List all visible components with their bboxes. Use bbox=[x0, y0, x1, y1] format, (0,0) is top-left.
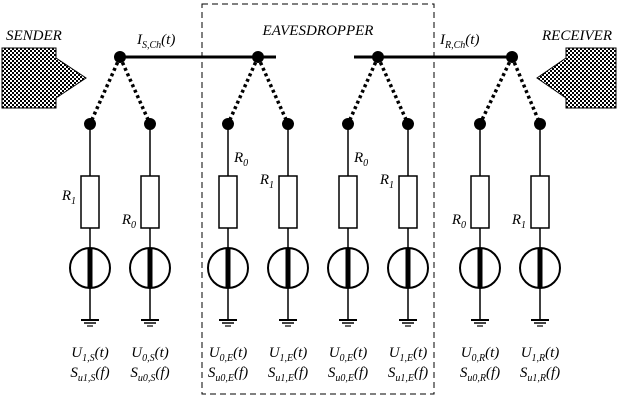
resistor bbox=[80, 175, 100, 229]
resistor bbox=[218, 175, 238, 229]
spectrum-label: Su0,R(f) bbox=[460, 365, 500, 384]
ground-icon bbox=[470, 319, 490, 327]
eavesdropper-box bbox=[201, 3, 435, 395]
sender-arrow-icon bbox=[1, 47, 87, 109]
resistor-label: R1 bbox=[259, 172, 274, 191]
resistor bbox=[140, 175, 160, 229]
sender-current-label: IS,Ch(t) bbox=[136, 32, 175, 51]
resistor-label: R0 bbox=[451, 212, 466, 231]
ground-icon bbox=[398, 319, 418, 327]
spectrum-label: Su1,R(f) bbox=[520, 365, 560, 384]
switch-contact-line bbox=[118, 56, 152, 125]
resistor-label: R1 bbox=[511, 212, 526, 231]
resistor bbox=[278, 175, 298, 229]
eavesdropper-label: EAVESDROPPER bbox=[262, 23, 374, 39]
receiver-label: RECEIVER bbox=[541, 28, 612, 44]
switch-contact-line bbox=[256, 56, 290, 125]
receiver-arrow-icon bbox=[536, 47, 617, 109]
voltage-label: U1,S(t) bbox=[71, 345, 109, 364]
spectrum-label: Su1,S(f) bbox=[70, 365, 109, 384]
ground-icon bbox=[218, 319, 238, 327]
voltage-label: U0,E(t) bbox=[329, 345, 368, 364]
switch-contact-line bbox=[376, 56, 410, 125]
ground-icon bbox=[530, 319, 550, 327]
resistor-label: R1 bbox=[61, 188, 76, 207]
voltage-label: U1,R(t) bbox=[521, 345, 560, 364]
resistor-label: R0 bbox=[121, 212, 136, 231]
switch-contact-line bbox=[478, 56, 514, 125]
ground-icon bbox=[278, 319, 298, 327]
voltage-label: U0,S(t) bbox=[131, 345, 169, 364]
resistor bbox=[470, 175, 490, 229]
spectrum-label: Su0,E(f) bbox=[328, 365, 368, 384]
voltage-label: U0,R(t) bbox=[461, 345, 500, 364]
ground-icon bbox=[338, 319, 358, 327]
switch-contact-line bbox=[346, 56, 380, 125]
resistor-label: R0 bbox=[233, 150, 248, 169]
receiver-current-label: IR,Ch(t) bbox=[439, 32, 479, 51]
resistor bbox=[398, 175, 418, 229]
switch-contact-line bbox=[510, 56, 542, 125]
voltage-label: U1,E(t) bbox=[269, 345, 308, 364]
resistor bbox=[338, 175, 358, 229]
switch-contact-line bbox=[88, 56, 122, 125]
voltage-label: U1,E(t) bbox=[389, 345, 428, 364]
resistor bbox=[530, 175, 550, 229]
voltage-label: U0,E(t) bbox=[209, 345, 248, 364]
ground-icon bbox=[140, 319, 160, 327]
resistor-label: R0 bbox=[353, 150, 368, 169]
spectrum-label: Su0,S(f) bbox=[130, 365, 169, 384]
spectrum-label: Su1,E(f) bbox=[388, 365, 428, 384]
sender-label: SENDER bbox=[6, 28, 62, 44]
switch-contact-line bbox=[226, 56, 260, 125]
resistor-label: R1 bbox=[379, 172, 394, 191]
spectrum-label: Su0,E(f) bbox=[208, 365, 248, 384]
spectrum-label: Su1,E(f) bbox=[268, 365, 308, 384]
branch-columns: R1U1,S(t)Su1,S(f)R0U0,S(t)Su0,S(f)R0U0,E… bbox=[61, 56, 561, 384]
ground-icon bbox=[80, 319, 100, 327]
